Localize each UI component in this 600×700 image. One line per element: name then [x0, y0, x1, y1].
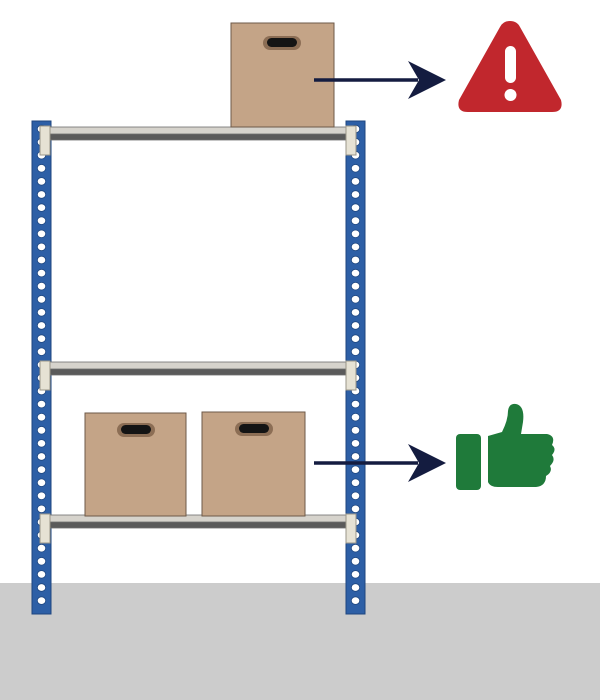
upright-hole	[36, 164, 47, 173]
arrow-to-warning	[314, 61, 446, 99]
upright-hole	[36, 544, 47, 553]
upright-hole	[36, 465, 47, 474]
upright-hole	[350, 504, 361, 514]
upright-hole	[36, 452, 47, 461]
upright-hole	[36, 282, 47, 291]
upright-hole	[36, 255, 47, 265]
upright-hole	[36, 242, 47, 252]
upright-hole	[36, 504, 47, 514]
upright-hole	[350, 465, 361, 474]
upright-hole	[350, 295, 361, 304]
upright-hole	[36, 399, 47, 409]
top-shelf	[39, 125, 357, 156]
upright-hole	[36, 321, 47, 330]
upright-hole	[350, 557, 361, 566]
upright-hole	[36, 295, 47, 304]
bottom-shelf-box-right	[201, 411, 306, 517]
upright-hole	[350, 216, 361, 225]
upright-hole	[36, 557, 47, 566]
upright-hole	[350, 544, 361, 553]
upright-hole	[36, 334, 47, 343]
upright-hole	[350, 242, 361, 252]
upright-hole	[350, 439, 361, 448]
upright-hole	[350, 596, 361, 605]
upright-hole	[350, 478, 361, 487]
upright-hole	[36, 413, 47, 422]
warning-triangle-icon	[458, 21, 562, 112]
upright-hole	[36, 570, 47, 579]
floor	[0, 583, 600, 700]
upright-hole	[350, 321, 361, 330]
upright-hole	[350, 164, 361, 173]
upright-hole	[36, 426, 47, 435]
upright-hole	[36, 190, 47, 199]
upright-hole	[36, 347, 47, 356]
upright-hole	[350, 491, 361, 500]
upright-hole	[350, 347, 361, 356]
bottom-shelf-box-left	[84, 412, 187, 517]
bottom-shelf	[39, 513, 357, 544]
upright-hole	[36, 491, 47, 500]
upright-hole	[36, 583, 47, 592]
upright-hole	[36, 439, 47, 448]
upright-hole	[36, 229, 47, 238]
thumbs-up-icon	[456, 403, 555, 490]
upright-hole	[350, 452, 361, 461]
upright-hole	[36, 216, 47, 225]
top-shelf-box	[230, 22, 335, 128]
upright-hole	[350, 282, 361, 291]
arrow-to-approval	[314, 444, 446, 482]
upright-hole	[36, 177, 47, 186]
upright-hole	[350, 583, 361, 592]
upright-hole	[36, 596, 47, 605]
upright-hole	[36, 203, 47, 212]
upright-hole	[36, 268, 47, 278]
upright-hole	[350, 268, 361, 278]
upright-hole	[350, 426, 361, 435]
upright-hole	[350, 203, 361, 212]
upright-hole	[350, 413, 361, 422]
upright-hole	[350, 334, 361, 343]
upright-hole	[350, 255, 361, 265]
upright-hole	[350, 177, 361, 186]
upright-hole	[350, 570, 361, 579]
upright-hole	[350, 229, 361, 238]
middle-shelf	[39, 360, 357, 391]
upright-hole	[350, 308, 361, 317]
upright-hole	[36, 478, 47, 487]
upright-hole	[350, 399, 361, 409]
upright-hole	[350, 190, 361, 199]
upright-hole	[36, 308, 47, 317]
